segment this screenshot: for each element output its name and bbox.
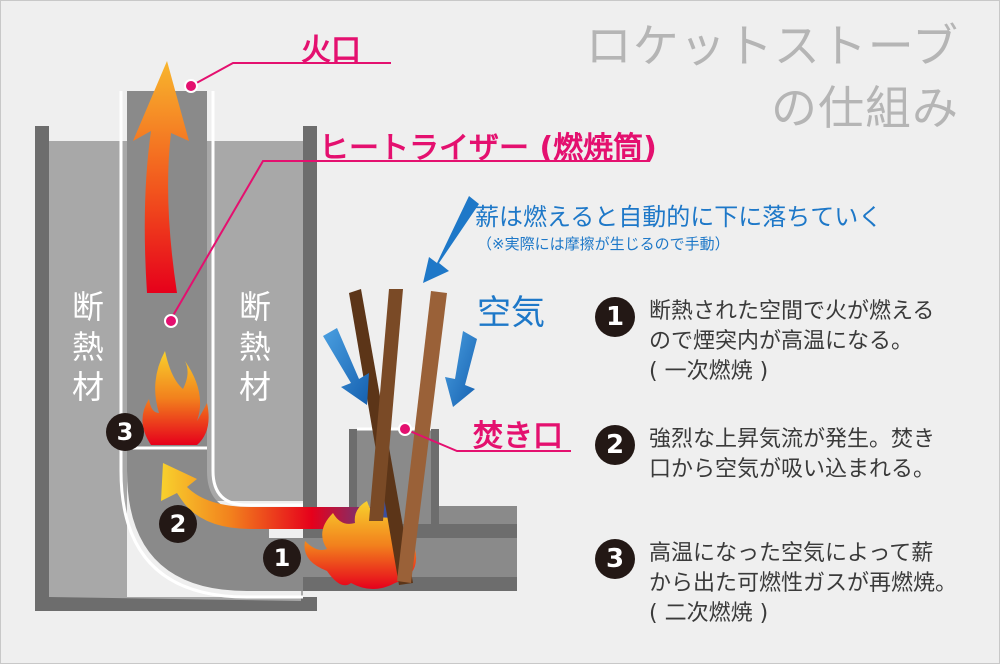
badge-3: 3 bbox=[106, 413, 144, 451]
air-intake-arrows bbox=[323, 196, 479, 407]
callout-leaders bbox=[170, 62, 649, 452]
badge-2: 2 bbox=[159, 505, 197, 543]
title-line-2: の仕組み bbox=[771, 81, 959, 135]
wood-note: 薪は燃えると自動的に下に落ちていく bbox=[475, 203, 883, 231]
riser-airflow-arrow bbox=[133, 61, 189, 293]
explanation-line: 断熱された空間で火が燃える bbox=[649, 299, 935, 324]
badge-1: 1 bbox=[263, 539, 301, 577]
explanation-3: 3 高温になった空気によって薪 から出た可燃性ガスが再燃焼。 ( 二次燃焼 ) bbox=[595, 539, 975, 629]
insulation-label-left: 断熱材 bbox=[71, 288, 104, 406]
explanation-line: 高温になった空気によって薪 bbox=[649, 541, 934, 566]
callout-feed-mouth: 焚き口 bbox=[473, 419, 563, 454]
explanation-number: 3 bbox=[595, 539, 635, 579]
explanation-line: ( 二次燃焼 ) bbox=[649, 601, 769, 626]
explanation-line: ので煙突内が高温になる。 bbox=[649, 329, 914, 354]
explanation-2: 2 強烈な上昇気流が発生。焚き 口から空気が吸い込まれる。 bbox=[595, 425, 975, 485]
explanation-1: 1 断熱された空間で火が燃える ので煙突内が高温になる。 ( 一次燃焼 ) bbox=[595, 297, 975, 387]
insulation-blocks bbox=[49, 141, 303, 601]
explanation-line: から出た可燃性ガスが再燃焼。 bbox=[649, 571, 958, 596]
explanation-text: 断熱された空間で火が燃える ので煙突内が高温になる。 ( 一次燃焼 ) bbox=[649, 297, 934, 387]
callout-dots bbox=[164, 79, 412, 436]
title-line-1: ロケットストーブ bbox=[585, 19, 959, 73]
explanation-line: ( 一次燃焼 ) bbox=[649, 359, 769, 384]
insulation-label-right: 断熱材 bbox=[238, 288, 271, 406]
explanation-text: 高温になった空気によって薪 から出た可燃性ガスが再燃焼。 ( 二次燃焼 ) bbox=[649, 539, 957, 629]
explanation-text: 強烈な上昇気流が発生。焚き 口から空気が吸い込まれる。 bbox=[649, 425, 935, 485]
explanation-line: 口から空気が吸い込まれる。 bbox=[649, 457, 936, 482]
air-label: 空気 bbox=[477, 293, 545, 333]
riser-flame bbox=[142, 351, 209, 445]
callout-fire-mouth: 火口 bbox=[301, 33, 361, 68]
explanation-number: 2 bbox=[595, 425, 635, 465]
feed-flame bbox=[304, 501, 417, 589]
wood-note-sub: （※実際には摩擦が生じるので手動） bbox=[477, 235, 730, 253]
callout-heat-riser: ヒートライザー (燃焼筒) bbox=[319, 131, 657, 166]
explanation-line: 強烈な上昇気流が発生。焚き bbox=[649, 427, 936, 452]
explanation-number: 1 bbox=[595, 297, 635, 337]
